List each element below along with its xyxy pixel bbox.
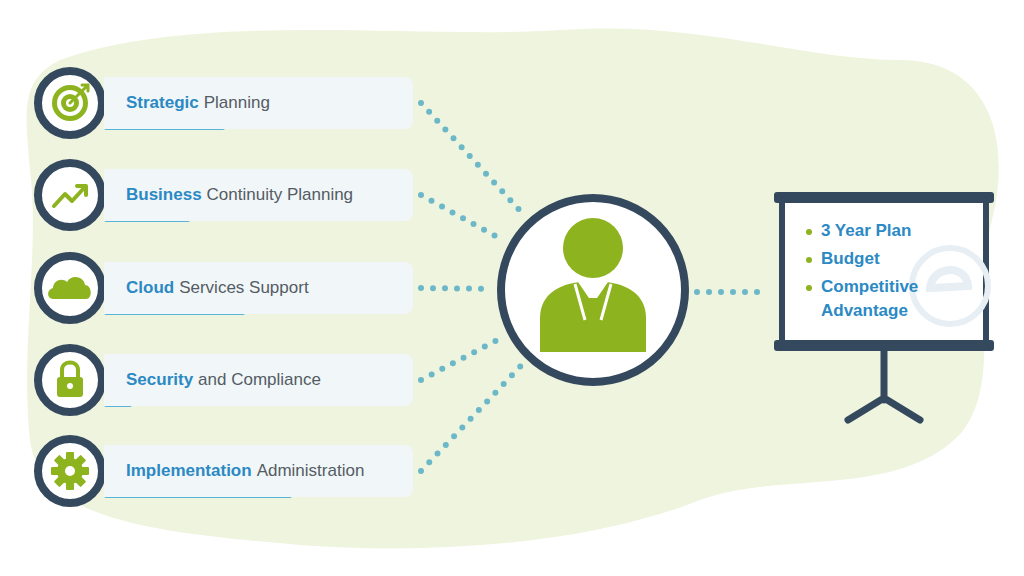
service-box: Securityand Compliance — [104, 354, 413, 406]
service-name: and Compliance — [198, 370, 321, 390]
padlock-icon — [57, 363, 83, 398]
dotted-leader — [421, 338, 501, 380]
bullet-dot — [806, 257, 812, 263]
presentation-board — [774, 192, 994, 420]
service-box: StrategicPlanning — [104, 77, 413, 129]
gear-teeth — [51, 452, 89, 490]
gear-body — [57, 458, 83, 484]
target-arrow — [70, 85, 88, 103]
person-lapels — [575, 284, 611, 320]
service-keyword: Implementation — [126, 461, 252, 481]
dotted-leader — [421, 365, 521, 471]
dotted-leader — [421, 285, 489, 292]
icon-rings — [38, 71, 102, 503]
service-keyword: Business — [126, 185, 202, 205]
service-keyword: Cloud — [126, 278, 174, 298]
bullet-text: Budget — [821, 249, 880, 268]
gear-icon — [51, 452, 89, 490]
bullet-text: 3 Year Plan — [821, 221, 911, 240]
service-name: Continuity Planning — [207, 185, 353, 205]
cloud-icon — [48, 277, 91, 299]
icon-ring — [38, 71, 102, 135]
person-head — [563, 218, 623, 278]
service-name: Planning — [204, 93, 270, 113]
service-name: Administration — [257, 461, 365, 481]
padlock-shackle — [62, 363, 78, 379]
board-list: 3 Year PlanBudgetCompetitive Advantage — [804, 219, 954, 327]
service-name: Services Support — [179, 278, 308, 298]
bullet-item: 3 Year Plan — [804, 219, 954, 243]
target-icon — [52, 85, 88, 121]
bullet-dot — [806, 229, 812, 235]
icon-ring — [38, 163, 102, 227]
icon-ring — [38, 348, 102, 412]
dotted-leader — [697, 289, 768, 295]
padlock-keyhole — [67, 383, 73, 389]
service-keyword: Strategic — [126, 93, 199, 113]
bullet-item: Competitive Advantage — [804, 275, 954, 323]
person-body — [540, 282, 646, 352]
watermark-logo — [912, 248, 988, 324]
person-figure — [501, 198, 685, 382]
dotted-leader — [421, 195, 502, 240]
trend-arrowhead — [77, 186, 86, 195]
target-icon — [52, 85, 88, 121]
padlock-body — [57, 377, 83, 397]
bullet-text: Competitive Advantage — [821, 277, 918, 320]
background-blob — [27, 28, 999, 548]
dotted-leader — [421, 103, 523, 213]
watermark-logo — [930, 270, 968, 292]
bullet-item: Budget — [804, 247, 954, 271]
gear-hole — [65, 466, 75, 476]
service-box: CloudServices Support — [104, 262, 413, 314]
service-box: ImplementationAdministration — [104, 445, 413, 497]
trend-icon — [54, 186, 86, 206]
icon-ring — [38, 256, 102, 320]
board-stand — [848, 350, 920, 420]
icon-ring — [38, 439, 102, 503]
board-top-bar — [774, 192, 994, 203]
service-box: BusinessContinuity Planning — [104, 169, 413, 221]
person-tie — [585, 298, 601, 342]
bullet-dot — [806, 285, 812, 291]
trend-line — [54, 187, 85, 206]
service-keyword: Security — [126, 370, 193, 390]
person-ring — [501, 198, 685, 382]
board-bottom-bar — [774, 340, 994, 351]
